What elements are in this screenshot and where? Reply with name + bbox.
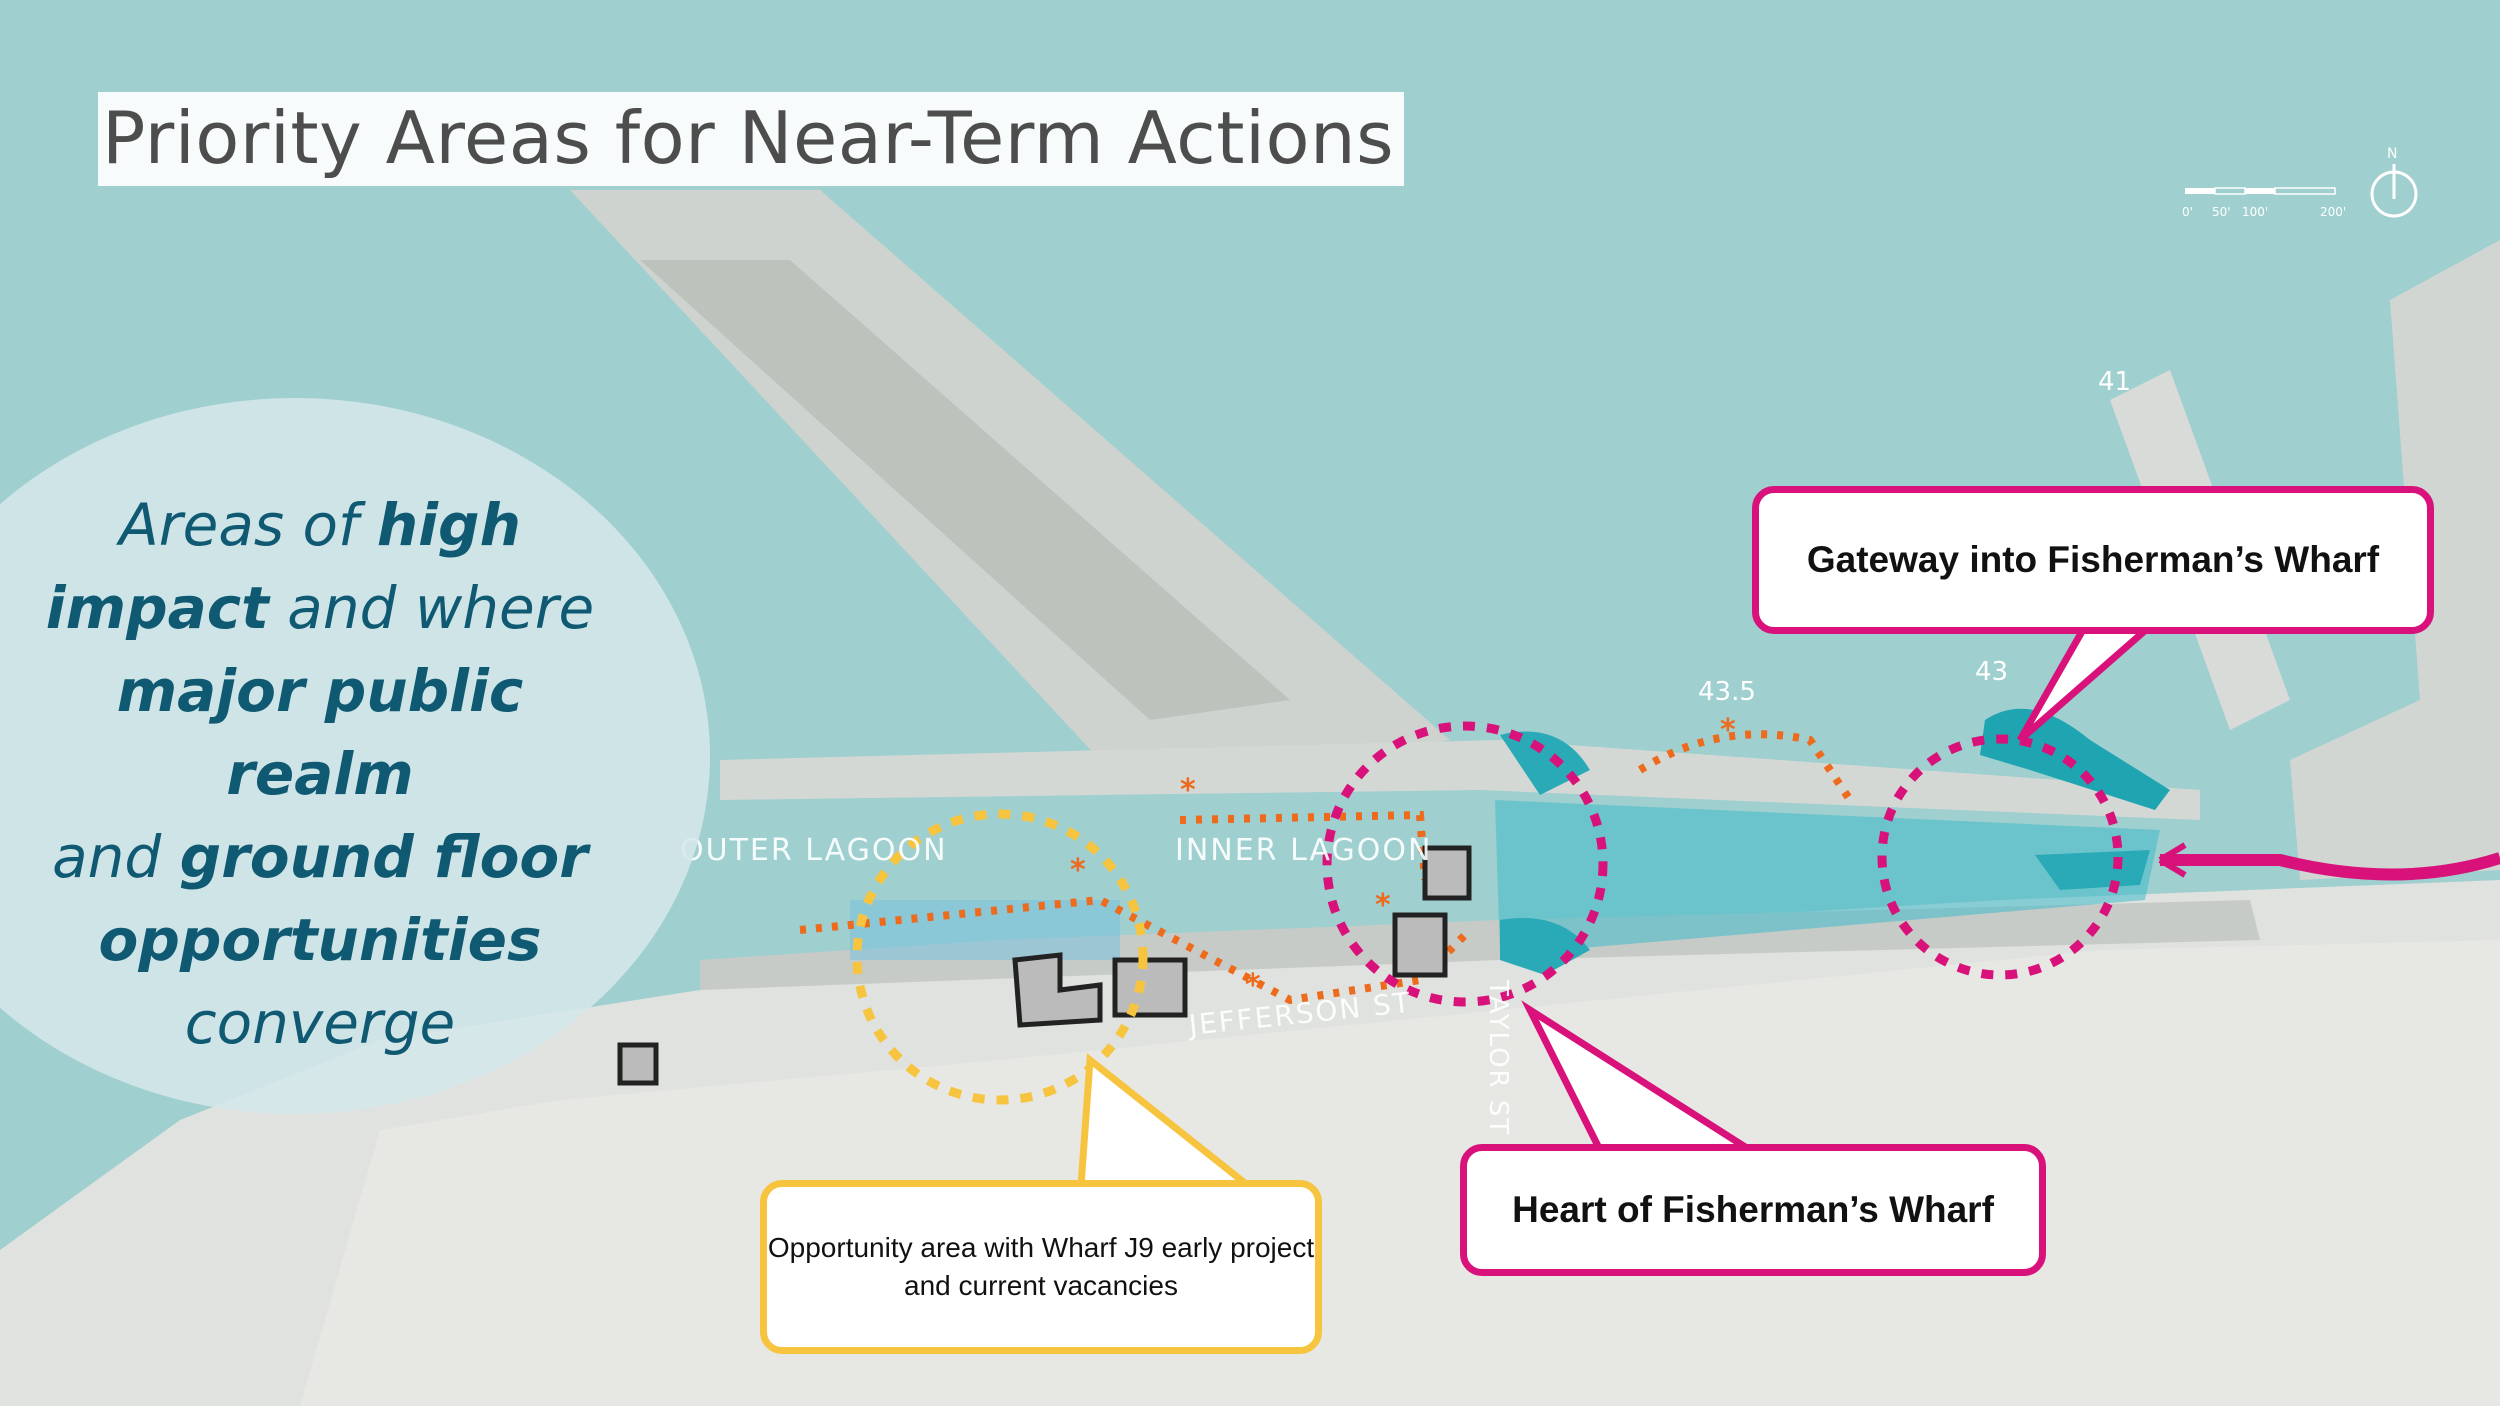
gateway-circle [1877,734,2123,980]
opportunity-callout-tail [1076,1053,1270,1200]
key-message-text-segment: ground floor [179,823,588,891]
north-label: N [2387,146,2397,162]
asterisk-marker: * [1245,968,1261,1003]
highlight-area-north [1500,731,1590,795]
opportunity-area-circle [852,809,1148,1105]
heart-callout-text: Heart of Fisherman’s Wharf [1512,1189,1994,1230]
north-arrow-icon: N [2364,144,2424,228]
inner-lagoon-label: INNER LAGOON [1175,833,1432,868]
walking-route-south [799,895,1473,1005]
pier-41-label: 41 [2098,367,2131,397]
opportunity-highlight-area [850,900,1120,960]
scale-tick: 50' [2212,205,2231,219]
pier-43-label: 43 [1975,657,2008,687]
gateway-arrow [2160,852,2500,881]
pier-41-area [2290,240,2500,880]
building-outline [1422,845,1472,901]
building-outline [1392,912,1448,978]
asterisk-marker: * [1375,888,1391,923]
asterisk-marker: * [1180,773,1196,808]
pier-43-5-label: 43.5 [1698,677,1756,707]
walking-route-inner [1179,810,1429,881]
scale-bar: 0' 50' 100' 200' [2180,186,2350,230]
heart-callout: Heart of Fisherman’s Wharf [1460,1144,2046,1276]
taylor-street-label: TAYLOR ST [1483,979,1513,1136]
key-message-text: Areas of high impact and where major pub… [20,484,620,1065]
gateway-callout: Gateway into Fisherman’s Wharf [1752,486,2434,634]
pier-45-roof [640,260,1290,720]
scale-tick: 200' [2320,205,2346,219]
key-message-text-segment: and where [268,574,595,642]
opportunity-callout-text: Opportunity area with Wharf J9 early pro… [767,1232,1315,1301]
key-message-text-segment: and [52,823,180,891]
building-outline [1112,957,1188,1018]
heart-circle-west [1322,721,1608,1007]
heart-highlight-area [1495,800,2160,955]
wharf-strip [720,740,2200,820]
key-message-text-segment: converge [184,989,456,1057]
scale-tick: 0' [2182,205,2193,219]
opportunity-callout: Opportunity area with Wharf J9 early pro… [760,1180,1322,1354]
scale-tick: 100' [2242,205,2268,219]
heart-callout-tail [1521,1000,1760,1154]
title-text: Priority Areas for Near-Term Actions [102,96,1395,180]
outer-lagoon-label: OUTER LAGOON [680,833,948,868]
building-outline [617,1042,659,1086]
gateway-arrowhead [2158,842,2187,878]
key-message-text-segment: Areas of [119,491,377,559]
gateway-callout-text: Gateway into Fisherman’s Wharf [1806,539,2380,580]
key-message-circle [0,398,710,1114]
building-outline [1012,952,1103,1028]
key-message-text-segment: impact [45,574,269,642]
page-title: Priority Areas for Near-Term Actions [98,92,1405,186]
gateway-callout-tail [2016,600,2186,743]
key-message-text-segment: opportunities [98,906,542,974]
key-message-text-segment: major public realm [116,657,524,808]
asterisk-marker: * [1720,713,1736,748]
asterisk-marker: * [1070,853,1086,888]
key-message-text-segment: high [376,491,521,559]
